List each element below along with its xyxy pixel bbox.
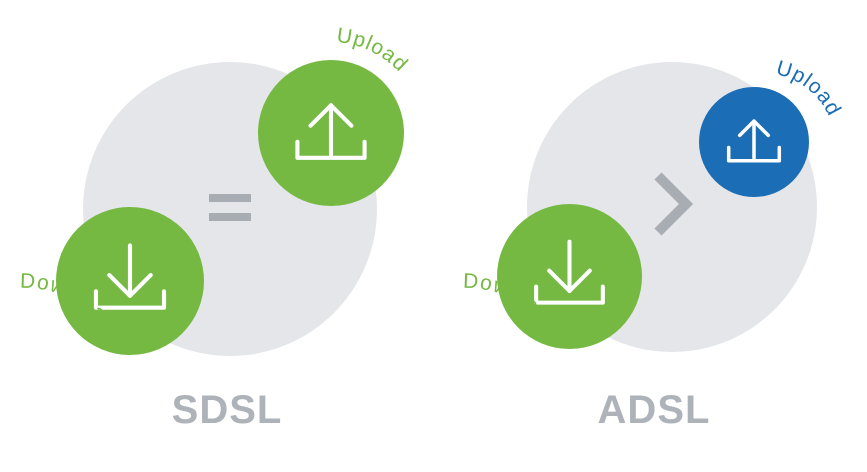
sdsl-title: SDSL: [171, 388, 283, 432]
adsl-diagram: Upload Download ADSL: [433, 0, 867, 472]
download-icon: [93, 243, 167, 310]
sdsl-equals-operator: [200, 183, 260, 233]
adsl-download-label: Download: [463, 270, 563, 337]
sdsl-download-bubble: [56, 207, 204, 355]
sdsl-upload-bubble: [258, 60, 404, 206]
adsl-download-bubble: [497, 204, 642, 349]
adsl-upload-bubble: [699, 87, 809, 197]
upload-icon: [726, 119, 782, 163]
adsl-labels: Upload Download: [463, 56, 846, 337]
sdsl-download-label: Download: [20, 270, 121, 336]
sdsl-diagram: Upload Download SDSL: [20, 24, 412, 432]
adsl-title: ADSL: [597, 388, 711, 432]
adsl-upload-label: Upload: [774, 56, 846, 119]
adsl-greater-than-operator: [648, 167, 698, 241]
sdsl-labels: Upload Download: [20, 24, 412, 336]
download-icon: [534, 239, 605, 305]
upload-icon: [295, 103, 367, 160]
sdsl-upload-label: Upload: [335, 24, 412, 77]
